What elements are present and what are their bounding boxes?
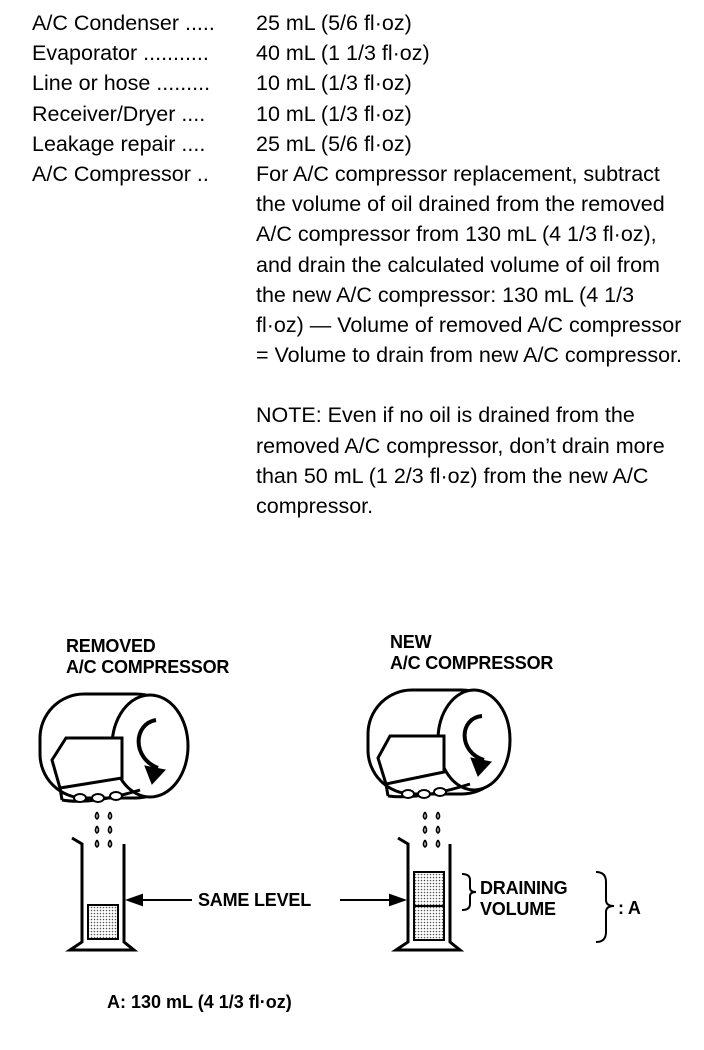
draining-label-line2: VOLUME <box>480 899 556 919</box>
spec-row-compressor: A/C Compressor .. For A/C compressor rep… <box>32 159 692 521</box>
oil-capacity-specs: A/C Condenser ..... 25 mL (5/6 fl·oz) Ev… <box>32 8 692 521</box>
new-compressor-icon <box>366 688 512 799</box>
spec-row-evaporator: Evaporator ........... 40 mL (1 1/3 fl·o… <box>32 38 692 68</box>
spec-row-receiver-dryer: Receiver/Dryer .... 10 mL (1/3 fl·oz) <box>32 99 692 129</box>
footnote-a-value: A: 130 mL (4 1/3 fl·oz) <box>107 992 292 1012</box>
new-label-line2: A/C COMPRESSOR <box>390 653 554 673</box>
spec-value: 40 mL (1 1/3 fl·oz) <box>256 41 430 66</box>
oil-drips-left <box>94 811 113 848</box>
same-level-label: SAME LEVEL <box>198 890 312 910</box>
removed-label-line2: A/C COMPRESSOR <box>66 657 230 677</box>
compressor-oil-diagram: REMOVED A/C COMPRESSOR NEW A/C COMPRESSO… <box>0 600 704 1020</box>
spec-label: A/C Compressor .. <box>32 162 209 187</box>
measuring-cylinder-left <box>65 836 139 952</box>
a-marker-label: : A <box>618 898 641 918</box>
draining-label-line1: DRAINING <box>480 878 568 898</box>
spec-value: 10 mL (1/3 fl·oz) <box>256 101 412 126</box>
compressor-note-text: NOTE: Even if no oil is drained from the… <box>256 403 665 519</box>
spec-label: A/C Condenser ..... <box>32 11 215 35</box>
spec-row-leakage-repair: Leakage repair .... 25 mL (5/6 fl·oz) <box>32 129 692 159</box>
removed-compressor-icon <box>38 692 190 803</box>
new-label-line1: NEW <box>390 632 432 652</box>
spec-label: Evaporator ........... <box>32 41 209 66</box>
measuring-cylinder-right <box>391 836 465 952</box>
diagram-artwork <box>38 688 615 952</box>
spec-label: Receiver/Dryer .... <box>32 101 206 126</box>
compressor-instruction-text: For A/C compressor replacement, subtract… <box>256 162 683 368</box>
spec-value: 25 mL (5/6 fl·oz) <box>256 11 412 35</box>
spec-row-condenser: A/C Condenser ..... 25 mL (5/6 fl·oz) <box>32 8 692 38</box>
spec-row-line-hose: Line or hose ......... 10 mL (1/3 fl·oz) <box>32 68 692 98</box>
compressor-instructions: For A/C compressor replacement, subtract… <box>256 159 686 521</box>
spec-label: Line or hose ......... <box>32 71 211 96</box>
new-compressor-label: NEW A/C COMPRESSOR <box>390 632 553 674</box>
spec-value: 10 mL (1/3 fl·oz) <box>256 71 412 96</box>
spec-label: Leakage repair .... <box>32 131 206 156</box>
draining-volume-brace <box>461 873 477 911</box>
removed-label-line1: REMOVED <box>66 636 156 656</box>
spec-value: 25 mL (5/6 fl·oz) <box>256 131 412 156</box>
draining-volume-label: DRAINING VOLUME <box>480 878 568 920</box>
removed-compressor-label: REMOVED A/C COMPRESSOR <box>66 636 229 678</box>
oil-drips-right <box>422 811 441 848</box>
same-level-arrows <box>125 893 407 907</box>
total-volume-brace <box>595 871 615 943</box>
